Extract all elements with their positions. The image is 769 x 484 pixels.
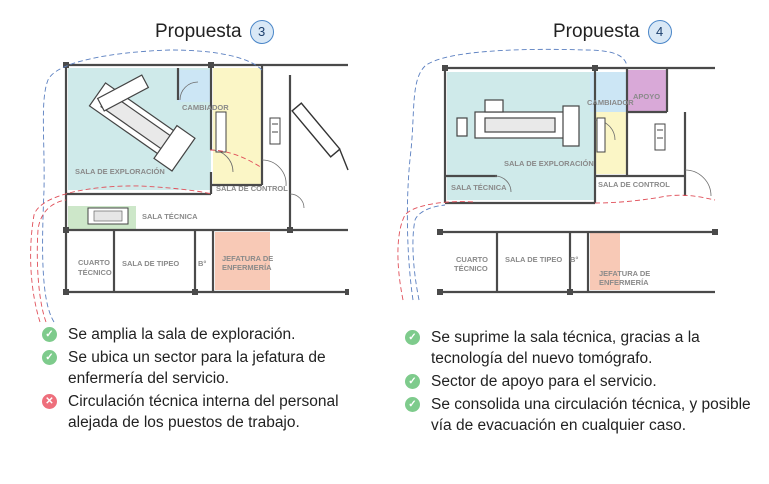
label-jefatura-line2: ENFERMERÍA xyxy=(222,263,272,272)
label-sala-tecnica: SALA TÉCNICA xyxy=(451,183,507,192)
proposal-3-number-badge: 3 xyxy=(249,20,274,44)
label-cambiador: CAMBIADOR xyxy=(587,98,634,107)
label-bano: B° xyxy=(198,259,206,268)
label-sala-control: SALA DE CONTROL xyxy=(598,180,670,189)
proposal-4-bullet: ✓ Se consolida una circulación técnica, … xyxy=(405,394,767,436)
zone-nursing xyxy=(590,232,620,290)
proposal-4-title: Propuesta 4 xyxy=(553,20,672,44)
proposal-3-title-text: Propuesta xyxy=(155,21,242,42)
check-icon: ✓ xyxy=(42,327,57,342)
proposal-4-title-text: Propuesta xyxy=(553,21,640,42)
bullet-text: Se amplia la sala de exploración. xyxy=(68,326,296,343)
label-sala-exploracion: SALA DE EXPLORACIÓN xyxy=(504,159,594,168)
proposal-3-bullet: ✓ Se ubica un sector para la jefatura de… xyxy=(42,347,382,389)
proposal-4-floor-plan: CAMBIADOR APOYO SALA DE EXPLORACIÓN SALA… xyxy=(397,48,718,301)
label-cambiador: CAMBIADOR xyxy=(182,103,229,112)
tomograph-equipment xyxy=(88,74,196,172)
label-sala-tecnica: SALA TÉCNICA xyxy=(142,212,198,221)
proposal-3-bullet-list: ✓ Se amplia la sala de exploración. ✓ Se… xyxy=(42,324,382,435)
label-bano: B° xyxy=(570,255,578,264)
label-cuarto-tecnico-line2: TÉCNICO xyxy=(78,268,112,277)
label-sala-exploracion: SALA DE EXPLORACIÓN xyxy=(75,167,165,176)
proposal-3-bullet: ✕ Circulación técnica interna del person… xyxy=(42,391,382,433)
zone-changing-room xyxy=(178,70,210,102)
bullet-text: Se suprime la sala técnica, gracias a la… xyxy=(431,329,700,367)
check-icon: ✓ xyxy=(405,374,420,389)
label-sala-control: SALA DE CONTROL xyxy=(216,184,288,193)
label-sala-tipeo: SALA DE TIPEO xyxy=(122,259,179,268)
zone-nursing xyxy=(215,232,270,290)
bullet-text: Se consolida una circulación técnica, y … xyxy=(431,396,751,434)
proposal-4-bullet: ✓ Se suprime la sala técnica, gracias a … xyxy=(405,327,767,369)
proposal-4-number-badge: 4 xyxy=(647,20,672,44)
bullet-text: Circulación técnica interna del personal… xyxy=(68,393,339,431)
label-cuarto-tecnico-line1: CUARTO xyxy=(456,255,488,264)
proposal-4-bullet-list: ✓ Se suprime la sala técnica, gracias a … xyxy=(405,327,767,438)
proposal-3-bullet: ✓ Se amplia la sala de exploración. xyxy=(42,324,382,345)
proposal-4-bullet: ✓ Sector de apoyo para el servicio. xyxy=(405,371,767,392)
check-icon: ✓ xyxy=(405,397,420,412)
proposal-3-panel: Propuesta 3 xyxy=(0,0,384,484)
label-sala-tipeo: SALA DE TIPEO xyxy=(505,255,562,264)
bullet-text: Se ubica un sector para la jefatura de e… xyxy=(68,349,326,387)
proposal-3-floor-plan: CAMBIADOR SALA DE EXPLORACIÓN SALA DE CO… xyxy=(30,49,349,323)
label-jefatura-line1: JEFATURA DE xyxy=(599,269,650,278)
label-cuarto-tecnico-line2: TÉCNICO xyxy=(454,264,488,273)
check-icon: ✓ xyxy=(42,350,57,365)
bullet-text: Sector de apoyo para el servicio. xyxy=(431,373,657,390)
cross-icon: ✕ xyxy=(42,394,57,409)
proposal-4-panel: Propuesta 4 xyxy=(385,0,769,484)
proposal-3-title: Propuesta 3 xyxy=(155,20,274,44)
label-jefatura-line1: JEFATURA DE xyxy=(222,254,273,263)
label-cuarto-tecnico-line1: CUARTO xyxy=(78,258,110,267)
tomograph-equipment xyxy=(456,99,580,147)
label-jefatura-line2: ENFERMERÍA xyxy=(599,278,649,287)
zone-support xyxy=(628,70,666,112)
check-icon: ✓ xyxy=(405,330,420,345)
label-apoyo: APOYO xyxy=(633,92,660,101)
